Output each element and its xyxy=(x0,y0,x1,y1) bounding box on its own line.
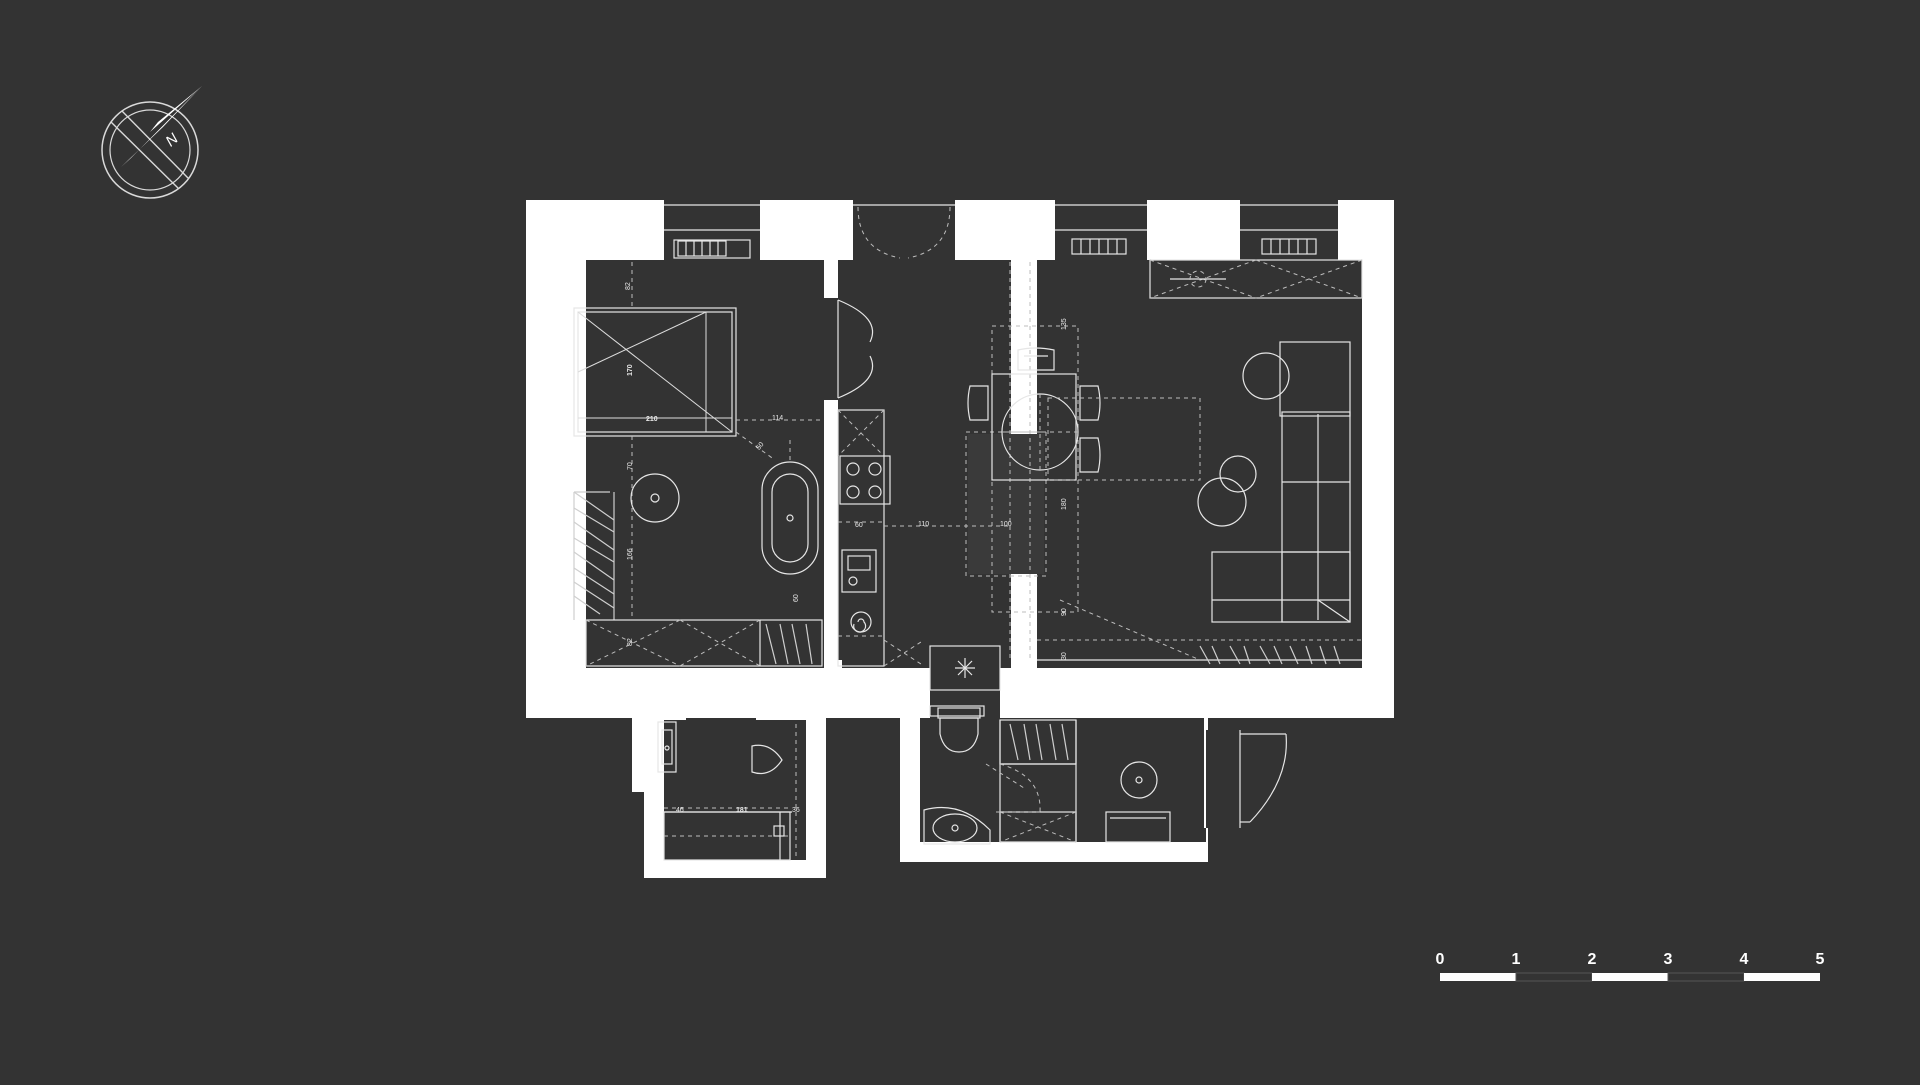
interior-walls xyxy=(824,260,1037,668)
scale-tick-0: 0 xyxy=(1436,951,1445,968)
dim-wc-181: 181 xyxy=(736,807,748,814)
wc-left xyxy=(657,721,797,861)
dim-bottom-82: 82 xyxy=(627,638,634,646)
dim-kitchen-110: 110 xyxy=(918,521,929,528)
dim-left-166: 166 xyxy=(627,548,634,560)
dim-bed-length: 170 xyxy=(627,364,634,376)
dim-bed-to-wall: 114 xyxy=(772,415,783,422)
dim-dining-180: 180 xyxy=(1061,498,1068,510)
dim-living-90: 90 xyxy=(1061,608,1068,616)
dim-bed-top: 82 xyxy=(625,282,632,290)
scale-tick-2: 2 xyxy=(1588,951,1597,968)
north-compass-icon: N xyxy=(101,86,202,199)
lower-right-door xyxy=(1206,730,1287,828)
dim-wc-46: 46 xyxy=(676,807,684,814)
scale-tick-3: 3 xyxy=(1664,951,1673,968)
living-room xyxy=(967,259,1363,665)
windows xyxy=(664,200,1338,260)
dim-living-30: 30 xyxy=(1061,652,1068,660)
dim-bath-60: 60 xyxy=(793,594,800,602)
dim-bed-width: 210 xyxy=(646,416,658,423)
scale-bar: 0 1 2 3 4 5 xyxy=(1436,951,1825,982)
kitchen xyxy=(837,262,1047,691)
dim-diag: 50 xyxy=(755,441,765,452)
scale-tick-1: 1 xyxy=(1512,951,1521,968)
scale-tick-4: 4 xyxy=(1740,951,1749,968)
wc-right xyxy=(923,705,1171,845)
dim-left-70: 70 xyxy=(627,462,634,470)
dim-kitchen-100: 100 xyxy=(1000,521,1012,528)
scale-tick-5: 5 xyxy=(1816,951,1825,968)
dim-dining-135: 135 xyxy=(1061,318,1068,330)
bedroom: 82 210 170 114 50 70 166 60 82 xyxy=(573,262,823,667)
bedroom-door xyxy=(824,298,874,400)
dim-wc-36: 36 xyxy=(792,807,800,814)
north-label: N xyxy=(162,130,181,150)
dim-kitchen-60: 60 xyxy=(855,522,863,529)
